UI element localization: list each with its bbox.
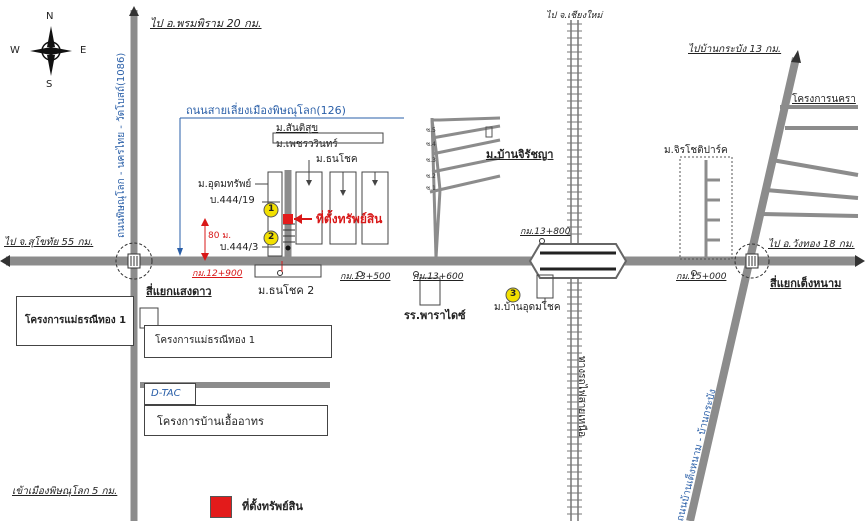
arrow-east (855, 255, 865, 267)
km-post-13500 (357, 271, 363, 277)
label-km-15000: กม.15+000 (676, 272, 727, 282)
compass-e: E (80, 45, 87, 56)
compass-w: W (10, 45, 20, 56)
compass: N S W E (10, 11, 87, 90)
lane-label: ซ.5 (426, 127, 436, 134)
marker-2-label: 2 (268, 232, 275, 242)
label-km-12900: กม.12+900 (192, 269, 243, 279)
label-thanachok-2: ม.ธนโชค 2 (258, 284, 315, 297)
label-to-ban-krabang: ไปบ้านกระบัง 13 กม. (688, 44, 782, 55)
junction-teng-nam (734, 243, 770, 279)
lane-label: ซ.4 (426, 141, 436, 148)
lane-label: ซ.3 (426, 157, 436, 164)
block-sandisuk (272, 132, 384, 144)
km-post-13800 (539, 238, 545, 244)
label-bypass-126: ถนนสายเลี่ยงเมืองพิษณุโลก(126) (186, 104, 346, 117)
label-sandisuk: ม.สันติสุข (276, 123, 319, 134)
label-jirachot-park: ม.จิรโชติปาร์ค (664, 145, 728, 156)
km-post-12900 (277, 270, 283, 276)
label-ban-jiratchaya: ม.บ้านจิรัชญา (486, 148, 554, 161)
label-railway: ทางรถไฟสายเหนือ (576, 356, 587, 438)
road-right-5 (759, 212, 859, 218)
box-maetharanee-mid: โครงการแม่ธรณีทอง 1 (144, 325, 332, 358)
label-udomchok: ม.บ้านอุดมโชค (494, 302, 561, 313)
marker-2 (263, 230, 279, 246)
label-house-2: บ.444/3 (220, 242, 259, 253)
label-petcharin: ม.เพชรวรินทร์ (276, 139, 338, 150)
marker-3 (505, 287, 521, 303)
road-right-4 (765, 188, 859, 200)
label-kan-nakhon: โครงการนครา (792, 94, 856, 105)
junction-signal-right (745, 253, 759, 269)
arrow-north-1086 (129, 6, 139, 16)
lane-label: ซ.2 (426, 173, 436, 180)
label-thanachok: ม.ธนโชค (316, 154, 358, 165)
label-to-phitsanulok: เข้าเมืองพิษณุโลก 5 กม. (12, 486, 118, 497)
label-road-1086: ถนนพิษณุโลก - นครไทย - วัดโบสถ์(1086) (116, 52, 127, 238)
box-dtac: D-TAC (144, 383, 196, 405)
label-km-13600: กม.13+600 (413, 272, 464, 282)
thanachok2-box (254, 264, 322, 278)
label-to-phrom-phiram: ไป อ.พรมพิราม 20 กม. (150, 17, 262, 30)
junction-saeng-dao (115, 242, 153, 280)
label-to-chiang-mai: ไป จ.เชียงใหม่ (546, 11, 603, 21)
km-post-13600 (413, 271, 419, 277)
lane-label: ซ.1 (426, 185, 436, 192)
junction-signal-left (127, 253, 141, 269)
label-km-13800: กม.13+800 (520, 227, 571, 237)
compass-s: S (46, 79, 53, 90)
paradise-box (419, 277, 441, 306)
marker-1 (263, 202, 279, 218)
label-km-13500: กม.13+500 (340, 272, 391, 282)
box-ban-uea-athon: โครงการบ้านเอื้ออาทร (144, 405, 328, 436)
label-paradise-school: รร.พาราไดซ์ (404, 309, 466, 322)
label-teng-nam: สี่แยกเต็งหนาม (770, 277, 842, 290)
label-saeng-dao: สี่แยกแสงดาว (146, 285, 212, 298)
property-marker (283, 214, 293, 224)
marker-1-label: 1 (268, 204, 275, 214)
road-right-3 (771, 158, 859, 177)
label-property: ที่ตั้งทรัพย์สิน (316, 212, 383, 226)
compass-n: N (46, 11, 54, 22)
jirachot-park-area (679, 156, 733, 260)
label-distance-80m: 80 ม. (208, 231, 232, 241)
marker-3-label: 3 (510, 289, 517, 299)
label-udomsap: ม.อุดมทรัพย์ (198, 179, 252, 190)
label-to-sukhothai: ไป จ.สุโขทัย 55 กม. (4, 237, 94, 248)
label-house-1: บ.444/19 (210, 195, 255, 206)
label-to-wang-thong: ไป อ.วังทอง 18 กม. (768, 239, 855, 250)
railway-bridge (528, 243, 628, 279)
diagonal-road (686, 57, 800, 521)
legend-property-swatch (210, 496, 232, 518)
arrow-west (0, 255, 10, 267)
arrow-diag (791, 50, 801, 63)
jiratchaya-lanes (429, 116, 501, 259)
box-maetharanee-left: โครงการแม่ธรณีทอง 1 (16, 296, 134, 346)
legend-property-label: ที่ตั้งทรัพย์สิน (242, 500, 303, 513)
km-post-15000 (691, 270, 697, 276)
